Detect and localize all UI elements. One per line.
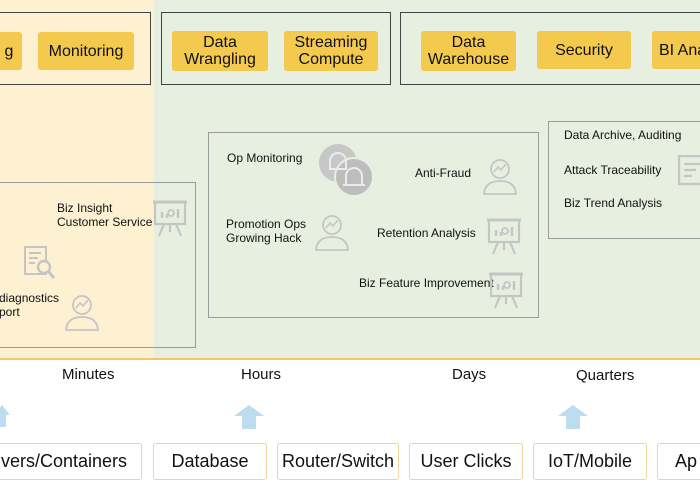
capability-label: Monitoring <box>48 42 124 60</box>
capability-group-3 <box>400 12 700 85</box>
source-label: User Clicks <box>420 451 512 471</box>
capability-label: Security <box>555 41 613 59</box>
capability-label: BI Ana <box>659 41 700 59</box>
presentation-chart-icon <box>488 270 524 310</box>
source-iot-mobile[interactable]: IoT/Mobile <box>533 443 647 480</box>
source-label: Database <box>171 451 249 471</box>
analyst-icon <box>482 157 528 197</box>
source-label: vers/Containers <box>0 451 127 471</box>
capability-pill-bi-analytics[interactable]: BI Ana <box>652 31 700 69</box>
source-label: IoT/Mobile <box>547 451 633 471</box>
analyst-icon <box>64 293 110 333</box>
minutes-use-case-panel <box>0 182 196 348</box>
hours-use-case-panel <box>208 132 539 318</box>
source-user-clicks[interactable]: User Clicks <box>409 443 523 480</box>
source-router-switch[interactable]: Router/Switch <box>277 443 399 480</box>
capability-label: Data Wrangling <box>184 34 256 68</box>
source-label: Ap <box>675 451 698 471</box>
capability-pill-data-warehouse[interactable]: Data Warehouse <box>421 31 516 71</box>
capability-pill-security[interactable]: Security <box>537 31 631 69</box>
report-search-icon <box>24 246 56 280</box>
source-database[interactable]: Database <box>153 443 267 480</box>
op-monitoring-label: Op Monitoring <box>227 151 303 165</box>
timeline-label-days: Days <box>452 366 487 383</box>
capability-pill-data-wrangling[interactable]: Data Wrangling <box>172 31 268 71</box>
biz-trend-analysis-label: Biz Trend Analysis <box>564 196 663 210</box>
up-arrow-icon <box>234 405 264 434</box>
capability-group-2 <box>161 12 391 85</box>
up-arrow-icon <box>0 405 10 432</box>
timeline-label-minutes: Minutes <box>62 366 115 383</box>
quarters-use-case-panel <box>548 121 700 239</box>
promotion-ops-label: Promotion Ops Growing Hack <box>226 217 307 245</box>
up-arrow-icon <box>558 405 588 434</box>
presentation-chart-icon <box>486 216 522 256</box>
capability-label: g <box>4 42 14 60</box>
timeline-divider <box>0 358 700 360</box>
capability-pill-g[interactable]: g <box>0 32 22 70</box>
timeline-label-quarters: Quarters <box>576 367 635 384</box>
anti-fraud-label: Anti-Fraud <box>415 166 472 180</box>
biz-insight-label: Biz Insight Customer Service <box>57 201 153 229</box>
retention-analysis-label: Retention Analysis <box>377 226 476 240</box>
report-icon <box>678 155 700 187</box>
presentation-chart-icon <box>152 198 188 238</box>
biz-feature-improvement-label: Biz Feature Improvement <box>359 276 494 290</box>
diagnostics-label: diagnostics port <box>0 291 60 319</box>
data-archive-label: Data Archive, Auditing <box>564 128 682 142</box>
attack-traceability-label: Attack Traceability <box>564 163 662 177</box>
source-label: Router/Switch <box>281 451 395 471</box>
analyst-icon <box>314 213 360 253</box>
source-servers-containers[interactable]: vers/Containers <box>0 443 142 480</box>
capability-pill-monitoring[interactable]: Monitoring <box>38 32 134 70</box>
capability-label: Data Warehouse <box>427 34 510 68</box>
timeline-label-hours: Hours <box>241 366 282 383</box>
source-apps[interactable]: Ap <box>657 443 700 480</box>
capability-label: Streaming Compute <box>294 34 368 68</box>
capability-group-1 <box>0 12 151 85</box>
alarm-icon <box>318 143 376 197</box>
capability-pill-streaming-compute[interactable]: Streaming Compute <box>284 31 378 71</box>
